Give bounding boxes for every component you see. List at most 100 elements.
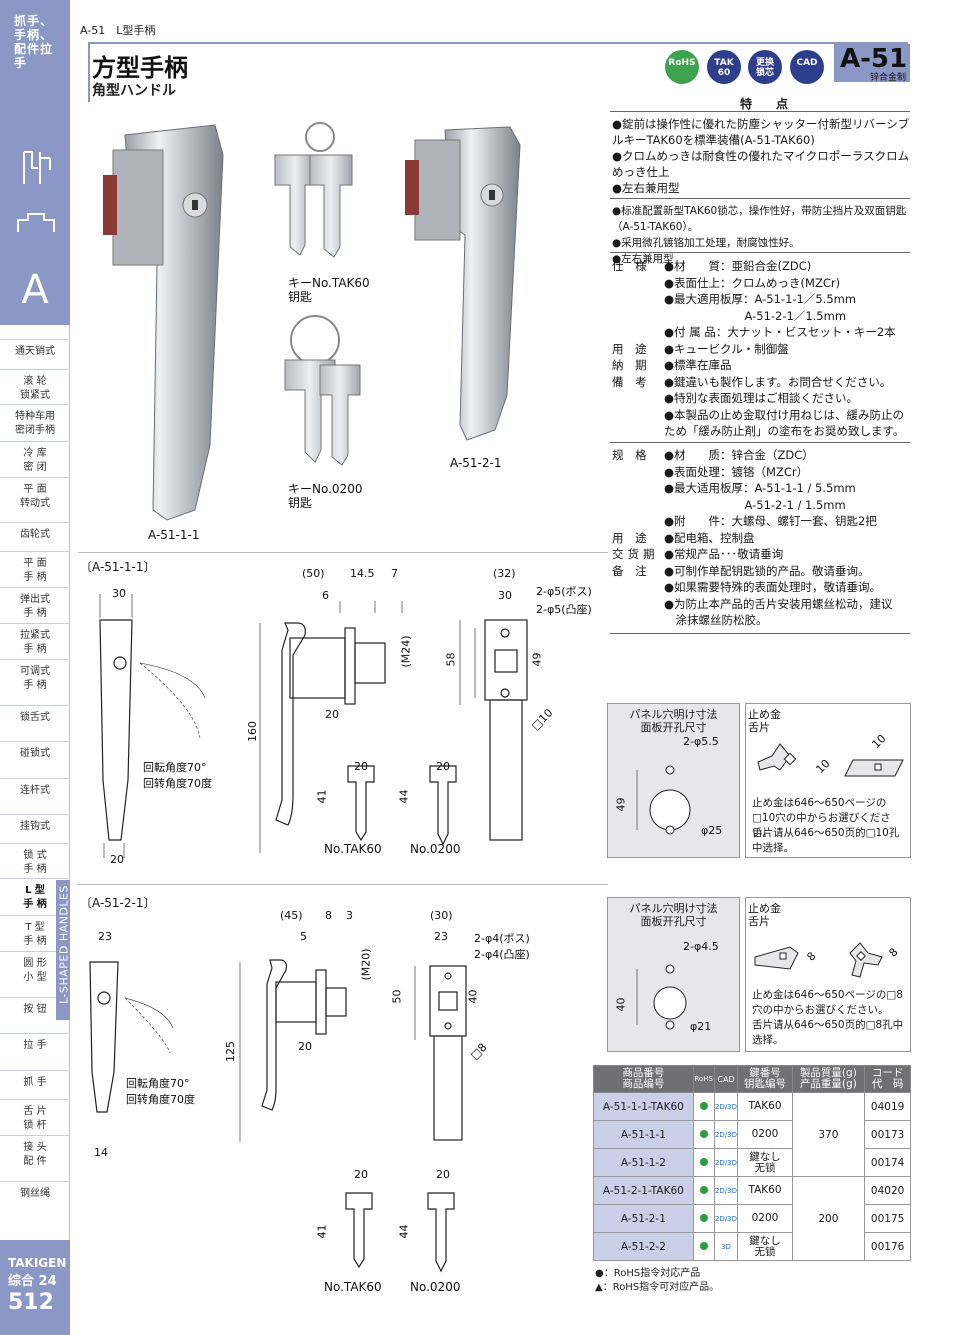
d2-dim-30: (30) bbox=[430, 909, 453, 922]
code-cell: 04020 bbox=[864, 1176, 911, 1205]
key1-width: 20 bbox=[354, 760, 368, 773]
dim-20: 20 bbox=[110, 853, 124, 866]
sidebar-divider bbox=[0, 951, 70, 952]
col-weight: 製品質量(g) 产品重量(g) bbox=[791, 1065, 866, 1093]
sidebar-item[interactable]: 弹出式 手 柄 bbox=[20, 594, 50, 619]
sidebar-divider bbox=[0, 587, 70, 588]
divider bbox=[610, 442, 910, 443]
feature-item: ●左右兼用型 bbox=[612, 181, 680, 195]
dim-boss: 2-φ5(ボス) bbox=[536, 585, 592, 598]
cad-cell: 2D/3D bbox=[713, 1092, 739, 1121]
panel2-h: 40 bbox=[614, 997, 628, 1012]
stop-plate-drawing-2 bbox=[754, 942, 883, 978]
col-code: コード 代 码 bbox=[864, 1065, 911, 1093]
spec-value: ●付 属 品：大ナット・ビスセット・キー2本 bbox=[664, 325, 896, 339]
sidebar-item[interactable]: 锁舌式 bbox=[20, 712, 50, 723]
dim-m24: (M24) bbox=[399, 635, 413, 668]
spec-value: ●配电箱、控制盘 bbox=[664, 530, 755, 545]
product-code: A-51 bbox=[840, 44, 908, 74]
sidebar-divider bbox=[0, 878, 70, 879]
sidebar-item[interactable]: 平 面 手 柄 bbox=[23, 558, 47, 583]
sidebar-item[interactable]: 拉 手 bbox=[23, 1040, 47, 1051]
divider bbox=[610, 198, 910, 199]
spec-key: 備 考 bbox=[612, 374, 651, 389]
sidebar-item[interactable]: 挂钩式 bbox=[20, 821, 50, 832]
features-jp: ●錠前は操作性に優れた防塵シャッター付新型リバーシブルキーTAK60を標準装備(… bbox=[612, 116, 912, 196]
d2-dim-3: 3 bbox=[346, 909, 353, 922]
sidebar: 抓手、手柄、配件拉手 A 通天销式滚 轮 锁紧式特种车用 密闭手柄冷 库 密 闭… bbox=[0, 0, 71, 1335]
panel-cutout-drawing-2 bbox=[636, 964, 687, 1030]
key-no-cell: 0200 bbox=[737, 1204, 793, 1233]
code-cell: 00174 bbox=[864, 1148, 911, 1177]
spec-value: ●最大適用板厚：A-51-1-1／5.5mm bbox=[664, 292, 857, 306]
d2-dim-m20: (M20) bbox=[359, 948, 373, 981]
sidebar-item[interactable]: T 型 手 柄 bbox=[23, 922, 47, 947]
divider bbox=[610, 633, 910, 634]
sidebar-divider bbox=[0, 404, 70, 405]
spec-value: A-51-2-1／1.5mm bbox=[664, 308, 847, 323]
sidebar-item[interactable]: 齿轮式 bbox=[20, 529, 50, 540]
sidebar-item[interactable]: 拉紧式 手 柄 bbox=[20, 630, 50, 655]
rohs-cell bbox=[692, 1176, 715, 1205]
l-handle-icon bbox=[23, 151, 51, 184]
sidebar-item[interactable]: 通天销式 bbox=[15, 346, 55, 357]
title-frame bbox=[88, 42, 908, 102]
sidebar-item[interactable]: 碰锁式 bbox=[20, 748, 50, 759]
spec-value: ●キュービクル・制御盤 bbox=[664, 341, 789, 356]
sidebar-item[interactable]: 可调式 手 柄 bbox=[20, 666, 50, 691]
sidebar-item[interactable]: 平 面 转动式 bbox=[20, 484, 50, 509]
badge-icon: CAD bbox=[790, 50, 824, 84]
product-no-cell: A-51-1-2 bbox=[593, 1148, 694, 1177]
rohs-dot-icon bbox=[699, 1157, 708, 1166]
d2-dim-20: 20 bbox=[298, 1040, 312, 1053]
d2-dim-8: 8 bbox=[325, 909, 332, 922]
d2-key2-width: 20 bbox=[436, 1168, 450, 1181]
dim-30: 30 bbox=[112, 587, 126, 600]
sidebar-item[interactable]: 连杆式 bbox=[20, 785, 50, 796]
weight-cell: 370 bbox=[791, 1092, 866, 1177]
sidebar-divider bbox=[0, 741, 70, 742]
d2-key2-name: No.0200 bbox=[410, 1280, 461, 1294]
divider bbox=[610, 111, 910, 112]
page-number: 512 bbox=[8, 1290, 54, 1315]
product-no-cell: A-51-2-1-TAK60 bbox=[593, 1176, 694, 1205]
sidebar-divider bbox=[0, 522, 70, 523]
sidebar-item[interactable]: 舌 片 锁 杆 bbox=[23, 1106, 47, 1131]
badge-icon: RoHS bbox=[665, 50, 699, 84]
spec-key: 规 格 bbox=[612, 448, 651, 462]
sidebar-divider bbox=[0, 623, 70, 624]
sidebar-divider bbox=[0, 1181, 70, 1182]
sidebar-item[interactable]: L 型 手 柄 bbox=[23, 885, 47, 910]
col-key-no: 鍵番号 钥匙编号 bbox=[737, 1065, 793, 1093]
sidebar-item[interactable]: 冷 库 密 闭 bbox=[23, 448, 47, 473]
sidebar-item[interactable]: 按 钮 bbox=[23, 1004, 47, 1015]
rohs-cell bbox=[692, 1148, 715, 1177]
d2-key1-name: No.TAK60 bbox=[324, 1280, 382, 1294]
drawing1-label: 〔A-51-1-1〕 bbox=[80, 560, 156, 574]
sidebar-item[interactable]: 滚 轮 锁紧式 bbox=[20, 376, 50, 401]
sidebar-item[interactable]: 钢丝绳 bbox=[20, 1188, 50, 1199]
key1-name: No.TAK60 bbox=[324, 842, 382, 856]
spec-key: 納 期 bbox=[612, 358, 651, 372]
d2-dim-23b: 23 bbox=[434, 930, 448, 943]
rohs-dot-icon bbox=[699, 1185, 708, 1194]
sidebar-item[interactable]: 圆 形 小 型 bbox=[23, 958, 47, 983]
panel-title-1: パネル穴明け寸法 面板开孔尺寸 bbox=[629, 708, 718, 734]
feature-item: ●クロムめっきは耐食性の優れたマイクロポーラスクロムめっき仕上 bbox=[612, 149, 910, 179]
panel1-hole: 2-φ5.5 bbox=[683, 735, 719, 748]
spec-value: ●標準在庫品 bbox=[664, 358, 732, 372]
sidebar-item[interactable]: 接 头 配 件 bbox=[23, 1142, 47, 1167]
key-no-cell: 鍵なし 无锁 bbox=[737, 1232, 793, 1261]
sidebar-item[interactable]: 特种车用 密闭手柄 bbox=[15, 411, 55, 436]
dim-58: 58 bbox=[444, 652, 458, 667]
d2-dim-boss: 2-φ4(ボス) bbox=[474, 932, 530, 945]
spec-value: ●最大适用板厚：A-51-1-1 / 5.5mm bbox=[664, 481, 856, 495]
spec-key: 用 途 bbox=[612, 530, 651, 545]
sidebar-item[interactable]: 抓 手 bbox=[23, 1077, 47, 1088]
spec-value: ●鍵違いも製作します。お問合せください。 bbox=[664, 374, 892, 389]
d2-dim-125: 125 bbox=[224, 1041, 237, 1062]
sidebar-item[interactable]: 锁 式 手 柄 bbox=[23, 850, 47, 875]
spec-value: ●材 质：锌合金（ZDC） bbox=[664, 448, 814, 462]
stop-title-1: 止め金 舌片 bbox=[748, 708, 781, 734]
